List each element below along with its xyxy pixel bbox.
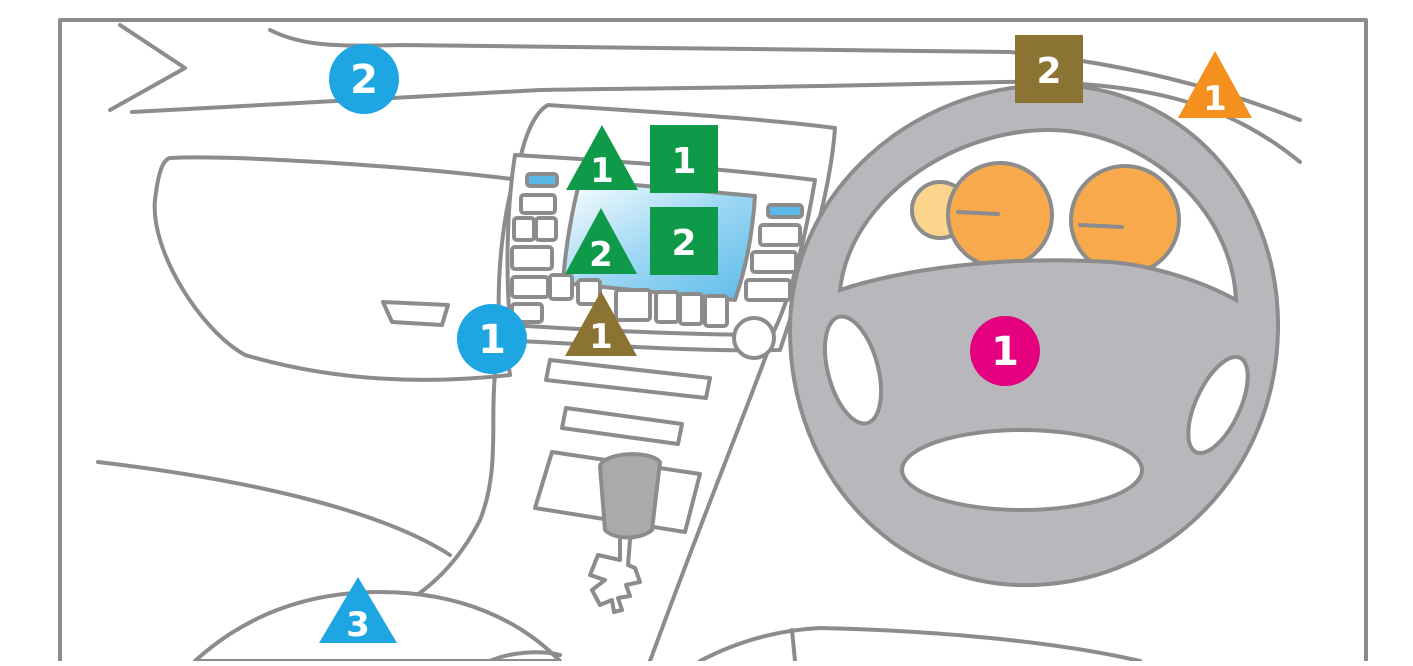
marker-cyan-circle-1[interactable]: 1	[457, 304, 527, 374]
marker-label: 1	[991, 329, 1019, 375]
windshield-line	[108, 23, 187, 112]
marker-green-triangle-1[interactable]: 1	[566, 125, 638, 191]
lower-right-panel	[698, 626, 1142, 663]
marker-label: 1	[589, 317, 613, 357]
instrument-cluster	[910, 161, 1181, 276]
right-button-column	[744, 203, 804, 302]
lower-button-row	[548, 273, 729, 328]
marker-label: 2	[350, 57, 378, 103]
marker-label: 1	[671, 141, 696, 182]
frame-border	[58, 18, 1368, 663]
console-slot-upper	[544, 358, 712, 400]
marker-label: 2	[671, 223, 696, 264]
shift-gate	[588, 538, 642, 614]
marker-label: 2	[1036, 51, 1061, 92]
gear-shift-knob	[598, 452, 662, 540]
marker-olive-triangle-1[interactable]: 1	[565, 291, 637, 357]
marker-label: 3	[346, 605, 370, 645]
center-console-left	[398, 373, 497, 607]
marker-label: 1	[590, 151, 614, 191]
marker-orange-triangle-1[interactable]: 1	[1178, 51, 1252, 119]
marker-green-triangle-2[interactable]: 2	[565, 208, 637, 275]
marker-olive-square-2[interactable]: 2	[1015, 35, 1083, 103]
marker-green-square-2[interactable]: 2	[650, 207, 718, 275]
door-line	[96, 460, 452, 557]
marker-label: 1	[1203, 79, 1227, 119]
marker-label: 2	[589, 235, 613, 275]
lower-right-divider	[790, 628, 797, 663]
marker-magenta-circle-1[interactable]: 1	[970, 316, 1040, 386]
control-knob	[732, 316, 776, 360]
left-air-vent	[381, 300, 450, 327]
console-slot-lower	[560, 406, 684, 446]
left-button-column	[510, 172, 559, 324]
marker-cyan-circle-2[interactable]: 2	[329, 44, 399, 114]
marker-cyan-triangle-3[interactable]: 3	[319, 577, 397, 645]
marker-label: 1	[478, 317, 506, 363]
seat-inner	[488, 650, 562, 663]
marker-green-square-1[interactable]: 1	[650, 125, 718, 193]
